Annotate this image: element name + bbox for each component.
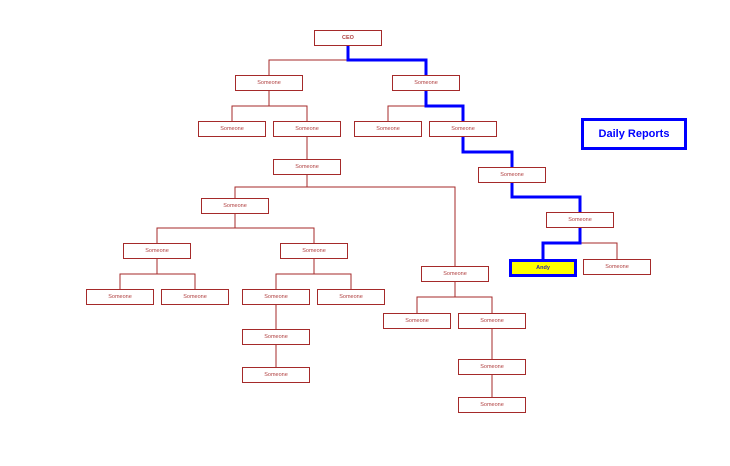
org-node[interactable]: Someone — [273, 121, 341, 137]
highlighted-path-segment — [461, 137, 514, 167]
org-node[interactable]: Someone — [161, 289, 229, 305]
org-node[interactable]: Someone — [198, 121, 266, 137]
org-node[interactable]: Someone — [86, 289, 154, 305]
org-node-andy-highlighted[interactable]: Andy — [509, 259, 577, 277]
connector-line — [234, 175, 308, 198]
highlighted-path-segment — [424, 91, 465, 121]
connector-line — [231, 91, 270, 121]
connector-line — [156, 259, 196, 289]
org-node[interactable]: Someone — [242, 329, 310, 345]
org-node[interactable]: Someone — [392, 75, 460, 91]
org-node[interactable]: Someone — [546, 212, 614, 228]
connector-line — [387, 91, 427, 121]
connector-line — [156, 214, 236, 243]
org-node[interactable]: Someone — [273, 159, 341, 175]
org-node[interactable]: Someone — [242, 367, 310, 383]
org-node[interactable]: Someone — [458, 359, 526, 375]
connector-line — [268, 91, 308, 121]
connector-line — [454, 282, 493, 313]
org-node[interactable]: Someone — [478, 167, 546, 183]
connector-line — [234, 214, 315, 243]
org-node[interactable]: Someone — [280, 243, 348, 259]
org-node[interactable]: Someone — [235, 75, 303, 91]
org-node[interactable]: Someone — [458, 313, 526, 329]
connector-line — [275, 259, 315, 289]
org-node[interactable]: Someone — [383, 313, 451, 329]
org-node[interactable]: Someone — [583, 259, 651, 275]
connector-line — [268, 46, 349, 75]
highlighted-path-segment — [346, 46, 428, 75]
org-node[interactable]: Someone — [317, 289, 385, 305]
org-node[interactable]: Someone — [242, 289, 310, 305]
org-node[interactable]: Someone — [354, 121, 422, 137]
highlighted-path-segment — [541, 228, 582, 259]
connector-line — [119, 259, 158, 289]
connector-line — [313, 259, 352, 289]
org-node-ceo[interactable]: CEO — [314, 30, 382, 46]
org-node[interactable]: Someone — [201, 198, 269, 214]
highlighted-path-segment — [510, 183, 582, 212]
connector-line — [416, 282, 456, 313]
connector-line — [579, 228, 618, 259]
org-node[interactable]: Someone — [123, 243, 191, 259]
org-node[interactable]: Someone — [421, 266, 489, 282]
org-node[interactable]: Someone — [429, 121, 497, 137]
daily-reports-button[interactable]: Daily Reports — [581, 118, 687, 150]
org-node[interactable]: Someone — [458, 397, 526, 413]
connector-line — [306, 175, 456, 266]
